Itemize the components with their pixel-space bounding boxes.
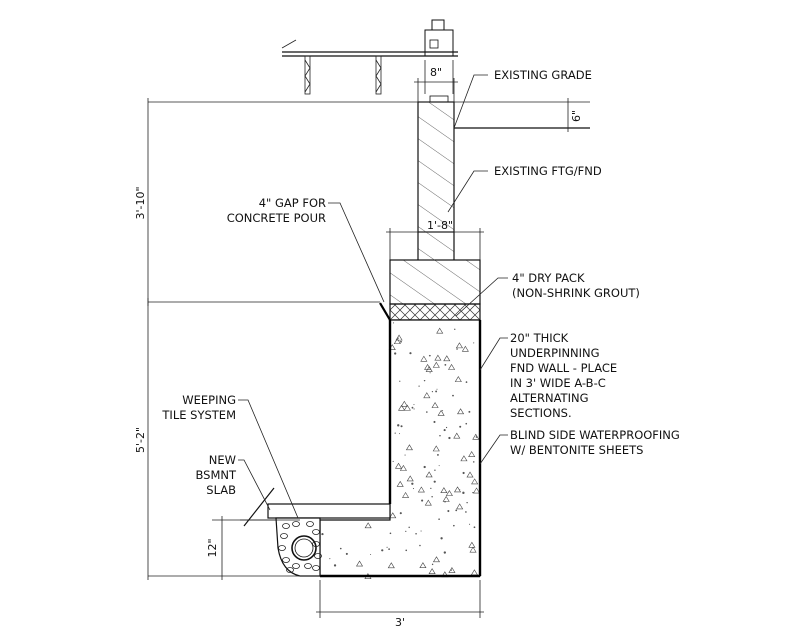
label-waterproof-line2: W/ BENTONITE SHEETS [510,443,643,457]
label-weeping-line2: TILE SYSTEM [161,408,236,422]
label-weeping-line1: WEEPING [182,393,236,407]
weeping-tile [275,517,322,577]
dim-wall-width: 8" [430,66,442,79]
dim-footing-width: 1'-8" [427,219,453,232]
label-gap-line2: CONCRETE POUR [227,211,326,225]
floor-framing [281,19,458,103]
label-slab-line3: SLAB [206,483,236,497]
dim-lower-height: 5'-2" [134,427,147,453]
dim-slab-depth: 12" [206,538,219,557]
underpinning-wall [319,319,482,579]
label-existing-grade: EXISTING GRADE [494,68,592,82]
dimensions: 8" 6" 1'-8" 3'-10" 5'-2" 12" 3' [134,66,583,629]
gravel-stones [278,521,322,573]
label-underpin-line3: FND WALL - PLACE [510,361,617,375]
grade-lines [148,101,590,577]
label-waterproof-line1: BLIND SIDE WATERPROOFING [510,428,680,442]
existing-foundation-wall [417,101,455,233]
label-slab-line1: NEW [209,453,236,467]
leaders [238,74,508,519]
dim-grade-height: 6" [570,110,583,122]
basement-slab [267,302,392,519]
dim-upper-height: 3'-10" [134,186,147,219]
label-drypack-line2: (NON-SHRINK GROUT) [512,286,640,300]
label-underpin-line4: IN 3' WIDE A-B-C [510,376,606,390]
label-gap-line1: 4" GAP FOR [259,196,326,210]
label-existing-ftg: EXISTING FTG/FND [494,164,602,178]
label-underpin-line6: SECTIONS. [510,406,572,420]
label-underpin-line2: UNDERPINNING [510,346,600,360]
dim-underpin-width: 3' [395,616,405,629]
label-drypack-line1: 4" DRY PACK [512,271,585,285]
existing-footing [389,232,481,305]
label-slab-line2: BSMNT [195,468,237,482]
labels: EXISTING GRADE EXISTING FTG/FND 4" GAP F… [161,68,679,497]
label-underpin-line1: 20" THICK [510,331,569,345]
label-underpin-line5: ALTERNATING [510,391,588,405]
